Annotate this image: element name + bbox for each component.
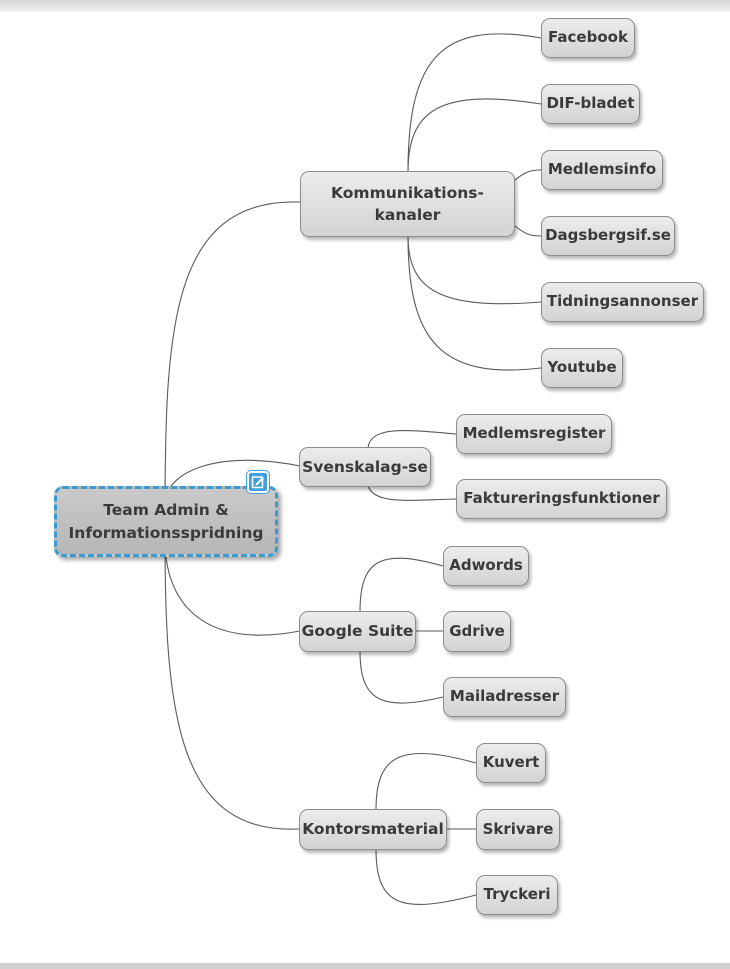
topic-kontorsmaterial[interactable]: Kontorsmaterial (299, 809, 447, 850)
edge-kk-difbladet (407, 98, 542, 173)
central-topic-line1: Team Admin & (103, 501, 229, 520)
subtopic-dif-bladet[interactable]: DIF-bladet (541, 84, 640, 124)
note-icon[interactable] (247, 471, 269, 493)
subtopic-tidningsannonser[interactable]: Tidningsannonser (541, 282, 704, 322)
central-topic[interactable]: Team Admin & Informationsspridning (54, 486, 278, 557)
edge-central-kommunikationskanaler (164, 201, 301, 521)
edge-kk-tidningsannonser (407, 235, 542, 305)
subtopic-dagsbergsif-se[interactable]: Dagsbergsif.se (541, 216, 675, 256)
topic-svenskalag-se[interactable]: Svenskalag-se (299, 447, 431, 487)
bottom-scroll-edge (0, 963, 730, 969)
edge-central-kontorsmaterial (164, 539, 301, 830)
edge-central-googlesuite (164, 539, 301, 636)
edge-gs-mailadresser (359, 650, 444, 704)
subtopic-mailadresser[interactable]: Mailadresser (443, 677, 566, 717)
edge-kk-youtube (407, 235, 542, 371)
edge-gs-adwords (359, 557, 444, 613)
subtopic-faktureringsfunktioner[interactable]: Faktureringsfunktioner (456, 479, 667, 519)
edge-sv-fakturering (367, 485, 457, 501)
subtopic-medlemsregister[interactable]: Medlemsregister (456, 414, 612, 454)
subtopic-kuvert[interactable]: Kuvert (476, 743, 546, 783)
subtopic-skrivare[interactable]: Skrivare (476, 809, 560, 850)
note-icon-glyph (251, 476, 264, 489)
edge-sv-medlemsregister (367, 430, 457, 449)
subtopic-facebook[interactable]: Facebook (541, 18, 635, 58)
edge-kk-medlemsinfo (514, 169, 542, 181)
subtopic-medlemsinfo[interactable]: Medlemsinfo (541, 150, 663, 190)
topic-google-suite[interactable]: Google Suite (299, 611, 416, 652)
edge-kk-dagsbergsif (514, 225, 542, 237)
topic-kommunikationskanaler[interactable]: Kommunikations- kanaler (300, 171, 515, 237)
topic-kommunikationskanaler-line1: Kommunikations- (331, 183, 484, 202)
subtopic-gdrive[interactable]: Gdrive (443, 611, 511, 652)
topic-kommunikationskanaler-line2: kanaler (374, 206, 441, 224)
edge-kk-facebook (407, 33, 542, 173)
subtopic-adwords[interactable]: Adwords (443, 546, 529, 586)
edge-ko-kuvert (375, 752, 477, 811)
central-topic-line2: Informationsspridning (68, 523, 264, 542)
subtopic-youtube[interactable]: Youtube (541, 348, 623, 388)
edge-ko-tryckeri (375, 848, 477, 906)
top-toolbar-edge (0, 0, 730, 12)
subtopic-tryckeri[interactable]: Tryckeri (476, 875, 558, 915)
